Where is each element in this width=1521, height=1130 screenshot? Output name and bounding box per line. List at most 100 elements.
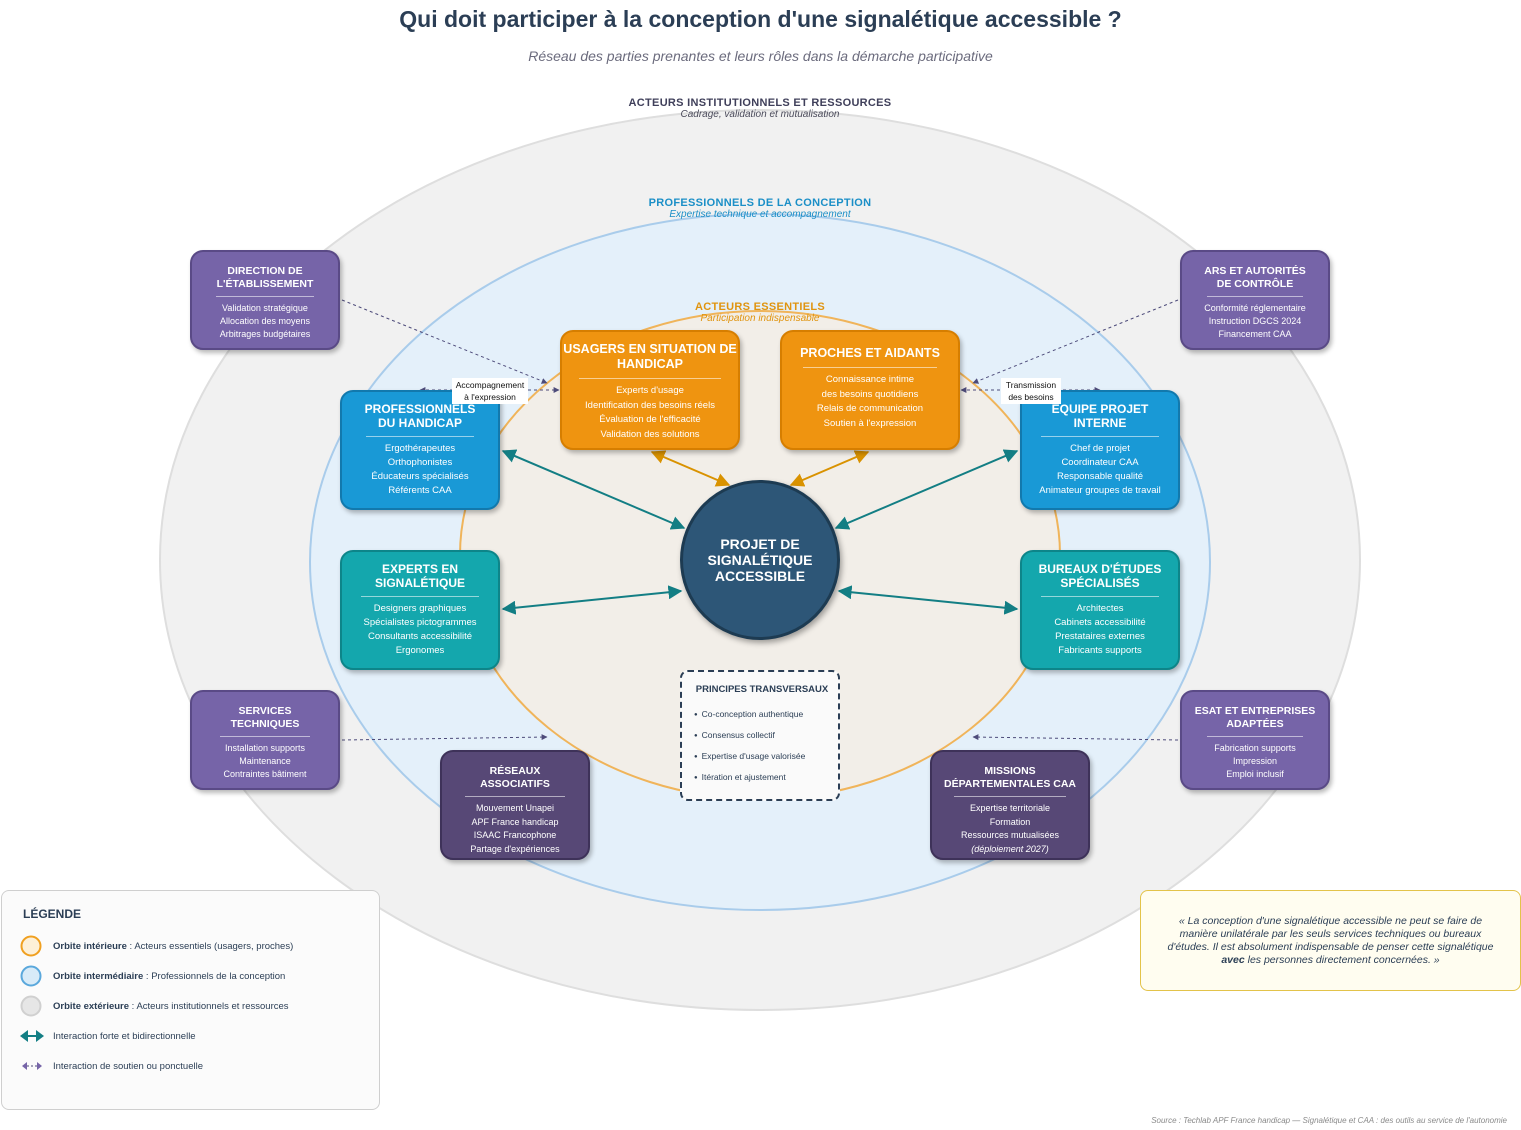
legend-middle-strong: Orbite intermédiaire [53,971,144,982]
node-equipe-item: Chef de projet [1070,443,1130,454]
node-missions-item: Formation [989,816,1031,827]
node-bureaux-item: Cabinets accessibilité [1054,617,1146,628]
node-experts-item: Ergonomes [395,645,445,656]
link-equipe-center [834,449,1019,530]
node-esat-item: Emploi inclusif [1226,769,1284,779]
node-proches-item: des besoins quotidiens [821,388,919,400]
connection-label-transmission: Transmission des besoins [1001,378,1061,404]
legend-row-middle: Orbite intermédiaire : Professionnels de… [53,971,285,982]
node-reseaux-title: RÉSEAUX ASSOCIATIFS [480,765,550,790]
quote-text-part2: les personnes directement concernées. » [1244,954,1440,966]
connection-label-accompagnement: Accompagnement à l'expression [452,378,528,404]
node-direction-title: DIRECTION DE L'ÉTABLISSEMENT [216,265,314,290]
node-pro-handicap: PROFESSIONNELS DU HANDICAP Ergothérapeut… [340,390,500,510]
node-proches-item: Connaissance intime [825,374,915,385]
node-experts: EXPERTS EN SIGNALÉTIQUE Designers graphi… [340,550,500,670]
node-usagers-item: Identification des besoins réels [585,399,715,411]
node-reseaux-item: ISAAC Francophone [473,830,557,840]
legend-outer-orbit-icon [20,995,42,1017]
legend-inner-text: : Acteurs essentiels (usagers, proches) [126,941,294,952]
node-usagers-item: Évaluation de l'efficacité [599,414,701,425]
node-esat-title: ESAT ET ENTREPRISES ADAPTÉES [1194,705,1316,730]
node-missions-title: MISSIONS DÉPARTEMENTALES CAA [943,765,1077,790]
principles-title: PRINCIPES TRANSVERSAUX [695,684,829,695]
node-experts-item: Spécialistes pictogrammes [363,617,477,628]
page-subtitle: Réseau des parties prenantes et leurs rô… [528,48,993,64]
node-esat-item: Impression [1232,756,1277,766]
node-usagers-item: Experts d'usage [616,385,684,396]
node-services-item: Installation supports [224,743,306,753]
legend-box: LÉGENDE Orbite intérieure : Acteurs esse… [1,890,380,1110]
link-proches-center [789,450,870,487]
node-usagers-title: USAGERS EN SITUATION DE HANDICAP [563,342,737,371]
node-ars-item: Instruction DGCS 2024 [1208,316,1302,326]
node-bureaux-item: Prestataires externes [1055,631,1145,642]
legend-support-interaction: Interaction de soutien ou ponctuelle [53,1061,203,1072]
link-experts-center [501,585,683,615]
node-equipe: ÉQUIPE PROJET INTERNE Chef de projet Coo… [1020,390,1180,510]
node-esat-item: Fabrication supports [1214,743,1296,753]
node-bureaux-item: Architectes [1076,603,1124,614]
outer-ring-title: ACTEURS INSTITUTIONNELS ET RESSOURCES [628,97,892,109]
link-pro-handicap-center [501,449,686,530]
node-experts-item: Consultants accessibilité [367,631,473,642]
node-bureaux: BUREAUX D'ÉTUDES SPÉCIALISÉS Architectes… [1020,550,1180,670]
node-reseaux: RÉSEAUX ASSOCIATIFS Mouvement Unapei APF… [440,750,590,860]
node-ars-title: ARS ET AUTORITÉS DE CONTRÔLE [1204,265,1306,290]
node-bureaux-item: Fabricants supports [1058,645,1142,656]
node-experts-item: Designers graphiques [373,603,467,614]
legend-row-outer: Orbite extérieure : Acteurs institutionn… [53,1001,289,1012]
legend-row-inner: Orbite intérieure : Acteurs essentiels (… [53,941,293,952]
legend-outer-strong: Orbite extérieure [53,1001,130,1012]
node-equipe-item: Animateur groupes de travail [1039,485,1161,496]
middle-ring-subtitle: Expertise technique et accompagnement [669,209,851,220]
center-project-label: PROJET DE SIGNALÉTIQUE ACCESSIBLE [707,536,813,584]
center-project-node: PROJET DE SIGNALÉTIQUE ACCESSIBLE [680,480,840,640]
middle-ring-title: PROFESSIONNELS DE LA CONCEPTION [648,197,872,209]
node-ars: ARS ET AUTORITÉS DE CONTRÔLE Conformité … [1180,250,1330,350]
legend-inner-strong: Orbite intérieure [53,941,127,952]
legend-support-arrow-icon [22,1062,42,1070]
node-missions-item: Expertise territoriale [969,803,1051,813]
legend-middle-orbit-icon [20,965,42,987]
node-proches-item: Soutien à l'expression [823,417,917,429]
outer-ring-label: ACTEURS INSTITUTIONNELS ET RESSOURCES Ca… [560,97,960,120]
node-equipe-item: Responsable qualité [1056,471,1144,482]
node-pro-handicap-title: PROFESSIONNELS DU HANDICAP [364,402,476,430]
link-esat-inner [972,734,1179,741]
node-direction-item: Arbitrages budgétaires [219,329,311,339]
node-esat: ESAT ET ENTREPRISES ADAPTÉES Fabrication… [1180,690,1330,790]
legend-outer-text: : Acteurs institutionnels et ressources [129,1001,289,1012]
node-ars-item: Financement CAA [1218,329,1292,339]
middle-ring-label: PROFESSIONNELS DE LA CONCEPTION Expertis… [560,197,960,220]
node-services-item: Contraintes bâtiment [223,769,307,779]
quote-text-part1: « La conception d'une signalétique acces… [1167,915,1494,953]
legend-middle-text: : Professionnels de la conception [143,971,286,982]
node-services-item: Maintenance [239,756,291,766]
node-direction-item: Allocation des moyens [219,316,311,326]
node-pro-handicap-item: Orthophonistes [387,457,453,468]
legend-inner-orbit-icon [20,935,42,957]
legend-strong-interaction: Interaction forte et bidirectionnelle [53,1031,196,1042]
node-services-title: SERVICES TECHNIQUES [230,705,300,730]
principles-item: Expertise d'usage valorisée [694,746,830,767]
node-missions: MISSIONS DÉPARTEMENTALES CAA Expertise t… [930,750,1090,860]
node-reseaux-item: Partage d'expériences [470,843,560,854]
node-experts-title: EXPERTS EN SIGNALÉTIQUE [374,562,465,590]
node-bureaux-title: BUREAUX D'ÉTUDES SPÉCIALISÉS [1038,562,1162,590]
node-reseaux-item: Mouvement Unapei [475,803,555,813]
quote-emphasis: avec [1221,954,1245,966]
legend-title: LÉGENDE [23,907,82,921]
principles-item: Consensus collectif [694,725,830,746]
node-proches-title: PROCHES ET AIDANTS [800,346,940,360]
quote-box: « La conception d'une signalétique acces… [1140,890,1521,991]
node-services: SERVICES TECHNIQUES Installation support… [190,690,340,790]
node-pro-handicap-item: Éducateurs spécialisés [371,471,469,482]
node-equipe-item: Coordinateur CAA [1061,457,1139,468]
inner-ring-label: ACTEURS ESSENTIELS Participation indispe… [560,301,960,324]
node-missions-item: Ressources mutualisées [960,830,1060,840]
link-ars-proches [972,299,1179,384]
inner-ring-title: ACTEURS ESSENTIELS [694,301,826,313]
node-ars-item: Conformité réglementaire [1204,303,1306,313]
node-direction: DIRECTION DE L'ÉTABLISSEMENT Validation … [190,250,340,350]
